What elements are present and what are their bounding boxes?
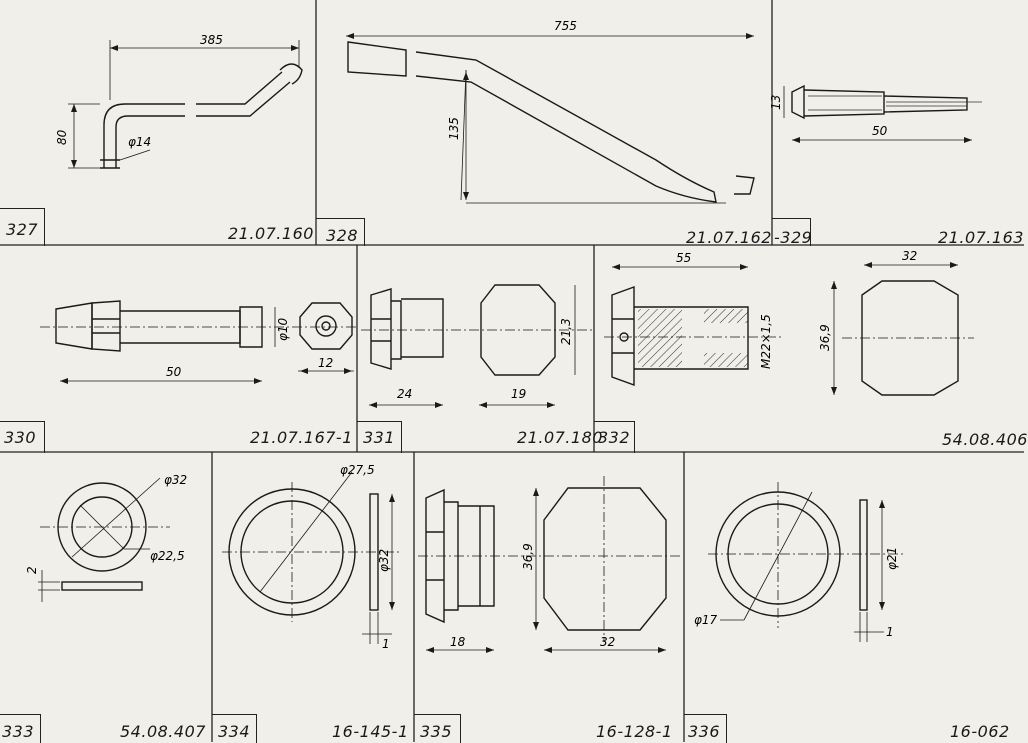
part-329-number: -329 (774, 228, 813, 247)
part-328-dim-height: 135 (447, 117, 461, 140)
part-331-dim-length: 24 (397, 387, 412, 401)
part-335-number: 335 (420, 722, 453, 741)
part-334-dim-thickness: 1 (382, 637, 390, 651)
part-332-number-box (594, 421, 635, 453)
part-327-number-box (0, 208, 45, 246)
part-327-drawing: 385 80 φ14 (55, 33, 303, 169)
part-329-cell: 50 13 -329 21.07.163 (769, 0, 1024, 247)
part-327-dim-height: 80 (55, 129, 69, 145)
part-333-cell: φ32 φ22,5 2 333 54.08.407 (0, 452, 212, 743)
part-335-dim-width: 32 (600, 635, 615, 649)
part-332-drawing: 55 M22×1,5 32 36,9 (604, 249, 974, 396)
part-327-cell: 385 80 φ14 327 21.07.160 (0, 0, 316, 246)
part-331-number: 331 (363, 428, 396, 447)
part-331-code: 21.07.180 (517, 428, 603, 447)
part-334-number-box (212, 714, 257, 743)
part-336-dim-outer-diameter: φ21 (885, 547, 899, 570)
part-335-cell: 18 36,9 32 335 16-128-1 (414, 452, 684, 743)
part-329-number-box (772, 218, 811, 246)
part-328-code: 21.07.162 (686, 228, 772, 247)
part-328-drawing: 755 135 (346, 19, 755, 204)
part-334-dim-inner-diameter: φ27,5 (340, 463, 375, 477)
part-335-number-box (414, 714, 461, 743)
part-329-dim-length: 50 (872, 124, 888, 138)
part-333-number: 333 (2, 722, 35, 741)
part-330-dim-length: 50 (166, 365, 182, 379)
part-331-cell: 24 19 21,3 331 21.07.180 (357, 245, 602, 453)
part-328-number-box (316, 218, 365, 246)
part-331-dim-width: 19 (511, 387, 526, 401)
part-332-dim-width: 32 (902, 249, 917, 263)
part-334-dim-outer-diameter: φ32 (377, 549, 391, 572)
part-336-drawing: φ17 φ21 1 (694, 482, 904, 642)
part-331-drawing: 24 19 21,3 (361, 284, 593, 408)
part-328-number: 328 (326, 226, 359, 245)
part-335-dim-length: 18 (450, 635, 466, 649)
part-332-dim-length: 55 (676, 251, 691, 265)
part-332-dim-height: 36,9 (818, 324, 832, 351)
part-333-drawing: φ32 φ22,5 2 (25, 473, 187, 602)
part-332-code: 54.08.406 (942, 430, 1028, 449)
part-327-code: 21.07.160 (228, 224, 314, 243)
part-335-code: 16-128-1 (596, 722, 673, 741)
part-336-number-box (684, 714, 727, 743)
part-332-dim-thread: M22×1,5 (759, 314, 773, 369)
part-331-dim-height: 21,3 (559, 318, 573, 345)
part-333-dim-thickness: 2 (25, 566, 39, 574)
part-329-drawing: 50 13 (769, 84, 982, 143)
part-330-code: 21.07.167-1 (250, 428, 353, 447)
part-330-cell: 50 φ10 12 330 21.07.167-1 (0, 245, 357, 453)
part-330-drawing: 50 φ10 12 (40, 300, 356, 384)
part-330-dim-width: 12 (318, 356, 333, 370)
part-332-cell: 55 M22×1,5 32 36,9 332 54.08.406 (594, 245, 1027, 453)
part-334-cell: φ27,5 φ32 1 334 16-145-1 (212, 452, 414, 743)
part-334-number: 334 (218, 722, 251, 741)
part-334-drawing: φ27,5 φ32 1 (222, 463, 402, 651)
part-336-dim-inner-diameter: φ17 (694, 613, 718, 627)
part-332-number: 332 (598, 428, 631, 447)
part-333-dim-inner-diameter: φ22,5 (150, 549, 185, 563)
part-336-number: 336 (688, 722, 721, 741)
part-329-dim-diameter: 13 (769, 95, 783, 110)
part-329-code: 21.07.163 (938, 228, 1024, 247)
part-334-code: 16-145-1 (332, 722, 409, 741)
part-336-cell: φ17 φ21 1 336 16-062 (684, 452, 1024, 743)
part-335-dim-height: 36,9 (521, 543, 535, 570)
part-330-dim-diameter: φ10 (276, 317, 290, 341)
part-328-dim-length: 755 (554, 19, 577, 33)
part-327-dim-diameter: φ14 (128, 135, 151, 149)
part-333-number-box (0, 714, 41, 743)
part-327-number: 327 (6, 220, 39, 239)
part-330-number-box (0, 421, 45, 453)
part-327-dim-length: 385 (200, 33, 223, 47)
part-333-dim-outer-diameter: φ32 (164, 473, 187, 487)
part-335-drawing: 18 36,9 32 (418, 476, 682, 653)
part-336-code: 16-062 (950, 722, 1010, 741)
part-336-dim-thickness: 1 (886, 625, 894, 639)
part-328-cell: 755 135 328 21.07.162 (316, 0, 772, 247)
part-331-number-box (357, 421, 402, 453)
part-330-number: 330 (4, 428, 37, 447)
part-333-code: 54.08.407 (120, 722, 206, 741)
